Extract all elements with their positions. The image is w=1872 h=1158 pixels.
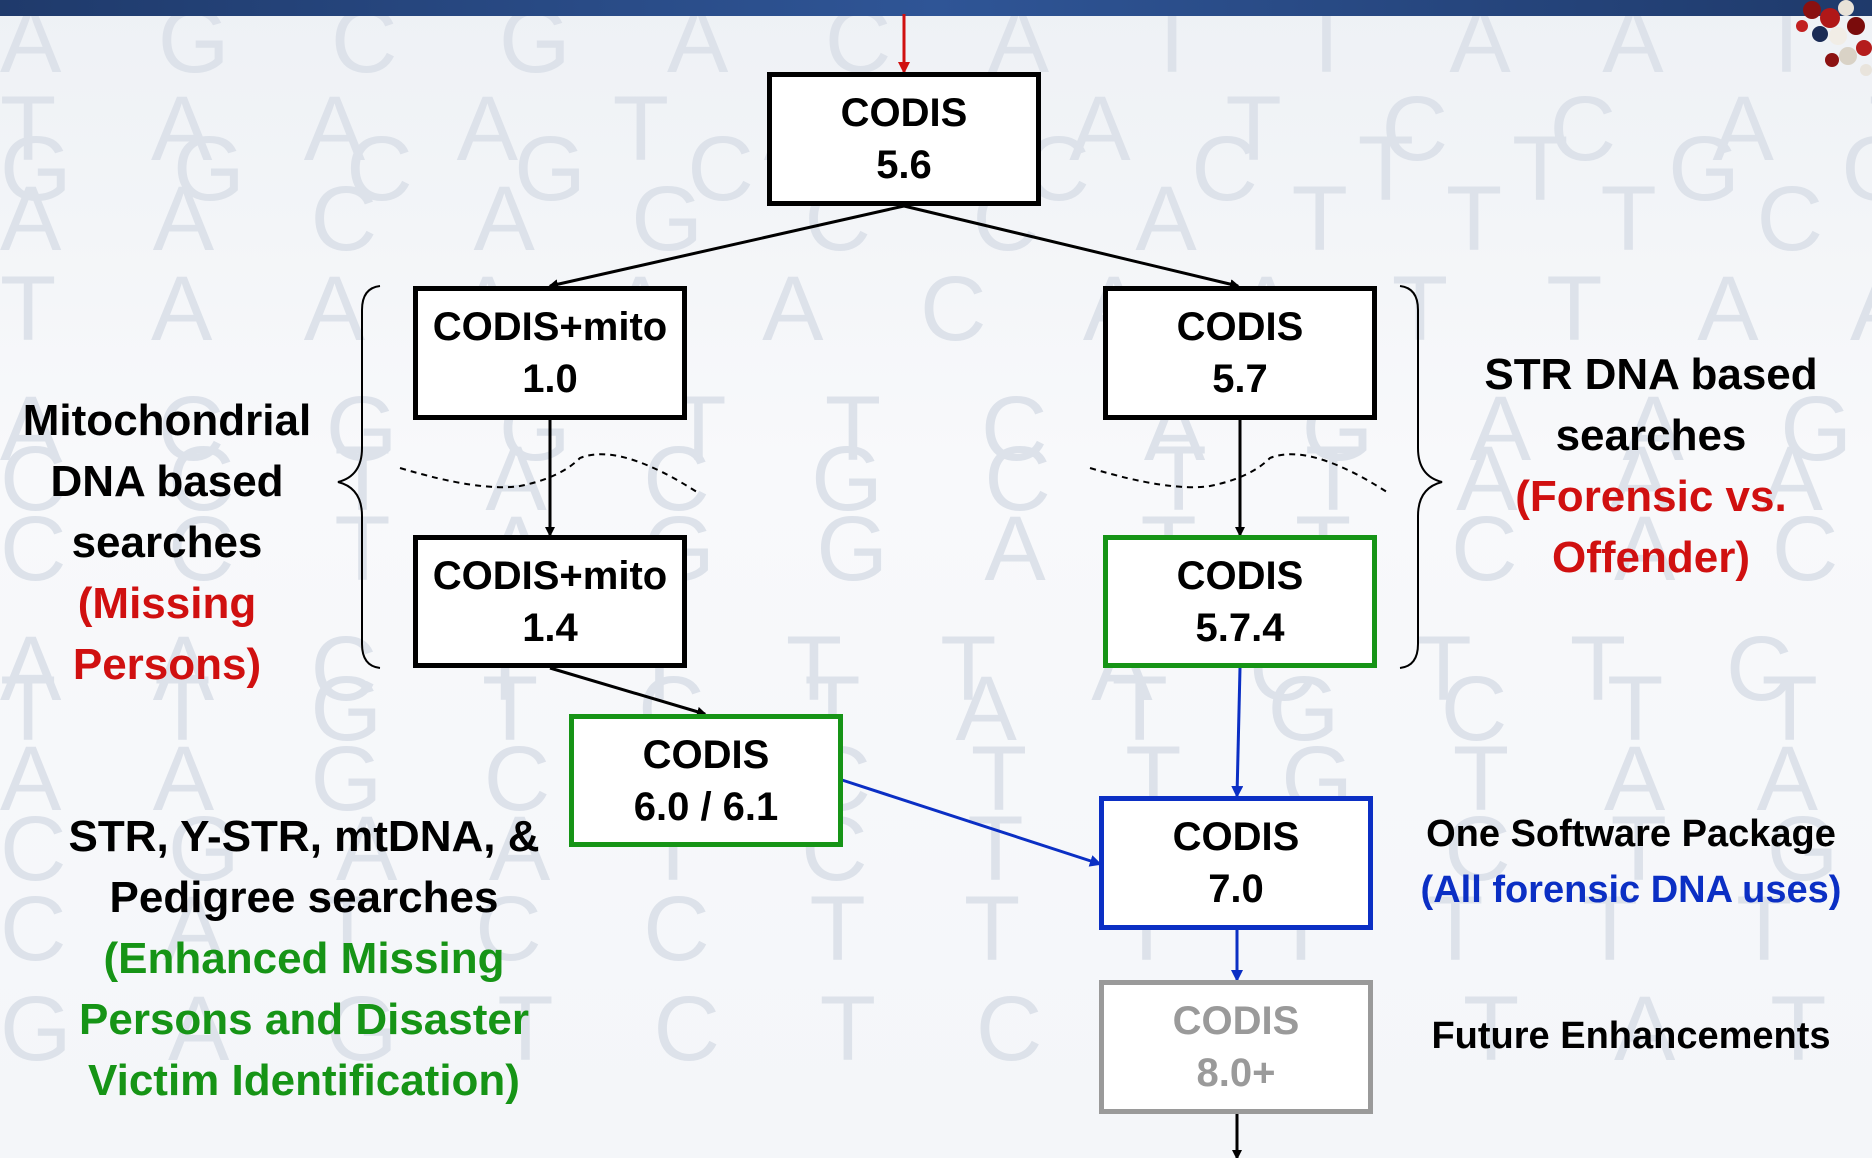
dna-row: T A A A A A C A A T T A A A T C T C G C (0, 258, 1872, 360)
dna-row: A A G C A C T T G T A A T G A T T T G A … (0, 728, 1872, 830)
label-line-highlight: Persons) (72, 640, 262, 689)
dna-row: A A C T T T T A C T T C T T T T A A T G (0, 618, 1872, 720)
label-line-highlight: Offender) (1552, 533, 1750, 582)
label-line-highlight: (All forensic DNA uses) (1420, 869, 1842, 911)
dna-row: C A T C C T T T T T T T C C A T A A T (0, 878, 1872, 980)
dashed-divider-right (1089, 453, 1391, 495)
slide-title-bar (0, 0, 1872, 16)
label-line-highlight: (Missing (77, 579, 257, 628)
node-version: 8.0+ (1196, 1051, 1276, 1095)
one-package-label: One Software Package (All forensic DNA u… (1390, 806, 1872, 918)
node-version: 5.7.4 (1195, 605, 1285, 650)
arrow-5-7-4-to-7-0 (1231, 667, 1244, 798)
codis-5-7-node: CODIS 5.7 (1103, 286, 1377, 420)
node-title: CODIS (1172, 999, 1300, 1043)
node-title: CODIS (1176, 305, 1304, 349)
label-line-highlight: Persons and Disaster (79, 995, 529, 1044)
codis-6-0-node: CODIS 6.0 / 6.1 (569, 714, 843, 847)
arrow-5-6-to-5-7 (903, 204, 1240, 289)
node-title: CODIS (642, 732, 770, 777)
codis-mito-1-4-node: CODIS+mito 1.4 (413, 535, 687, 668)
label-line-highlight: Victim Identification) (88, 1056, 520, 1105)
label-line: One Software Package (1426, 813, 1836, 855)
brace-left (337, 285, 381, 669)
label-line: Mitochondrial (22, 396, 312, 445)
node-version: 7.0 (1208, 867, 1264, 911)
dna-row: A C G G T T C A G A A G A A T T C A A A … (0, 378, 1872, 480)
dna-row: C C T A C G C T T A A A A G G C T G T A (0, 428, 1872, 530)
node-version: 5.6 (876, 143, 932, 187)
codis-8-0-node: CODIS 8.0+ (1099, 980, 1373, 1114)
dashed-divider-left (399, 453, 701, 495)
codis-mito-1-0-node: CODIS+mito 1.0 (413, 286, 687, 420)
node-version: 1.0 (522, 357, 578, 401)
dna-row: C C T A G G A T T C A C A C A G C C A A (0, 498, 1872, 600)
node-title: CODIS+mito (432, 553, 668, 598)
label-line: searches (71, 518, 263, 567)
brace-right (1399, 285, 1443, 669)
dna-row: G A G T C T C C A T A T C A C T G T A A … (0, 978, 1872, 1080)
label-line: Pedigree searches (109, 873, 499, 922)
mito-searches-label: Mitochondrial DNA based searches (Missin… (0, 390, 334, 695)
label-line: Future Enhancements (1431, 1015, 1831, 1057)
arrow-6-0-to-7-0 (841, 778, 1102, 867)
dna-row: C G A A T C T C A C T G G A T C T C C (0, 798, 1872, 900)
node-version: 5.7 (1212, 357, 1268, 401)
label-line: STR DNA based (1484, 350, 1818, 399)
arrow-mito-1-4-to-6-0 (549, 666, 707, 717)
codis-5-6-node: CODIS 5.6 (767, 72, 1041, 206)
node-version: 6.0 / 6.1 (633, 784, 779, 829)
dna-model-logo (1796, 0, 1872, 76)
label-line-highlight: (Enhanced Missing (103, 934, 505, 983)
node-title: CODIS+mito (432, 305, 668, 349)
node-title: CODIS (1176, 553, 1304, 598)
label-line-highlight: (Forensic vs. (1515, 472, 1787, 521)
label-line: STR, Y-STR, mtDNA, & (68, 812, 540, 861)
node-title: CODIS (1172, 815, 1300, 859)
future-label: Future Enhancements (1390, 1008, 1872, 1064)
label-line: searches (1555, 411, 1747, 460)
node-version: 1.4 (522, 605, 578, 650)
codis-7-0-node: CODIS 7.0 (1099, 796, 1373, 930)
dna-row: T T G T C T A T G C T T A T C A T G A T (0, 658, 1872, 760)
codis-5-7-4-node: CODIS 5.7.4 (1103, 535, 1377, 668)
combined-searches-label: STR, Y-STR, mtDNA, & Pedigree searches (… (30, 806, 578, 1111)
arrow-5-6-to-mito-1-0 (548, 204, 905, 290)
node-title: CODIS (840, 91, 968, 135)
label-line: DNA based (50, 457, 284, 506)
str-searches-label: STR DNA based searches (Forensic vs. Off… (1448, 344, 1854, 588)
